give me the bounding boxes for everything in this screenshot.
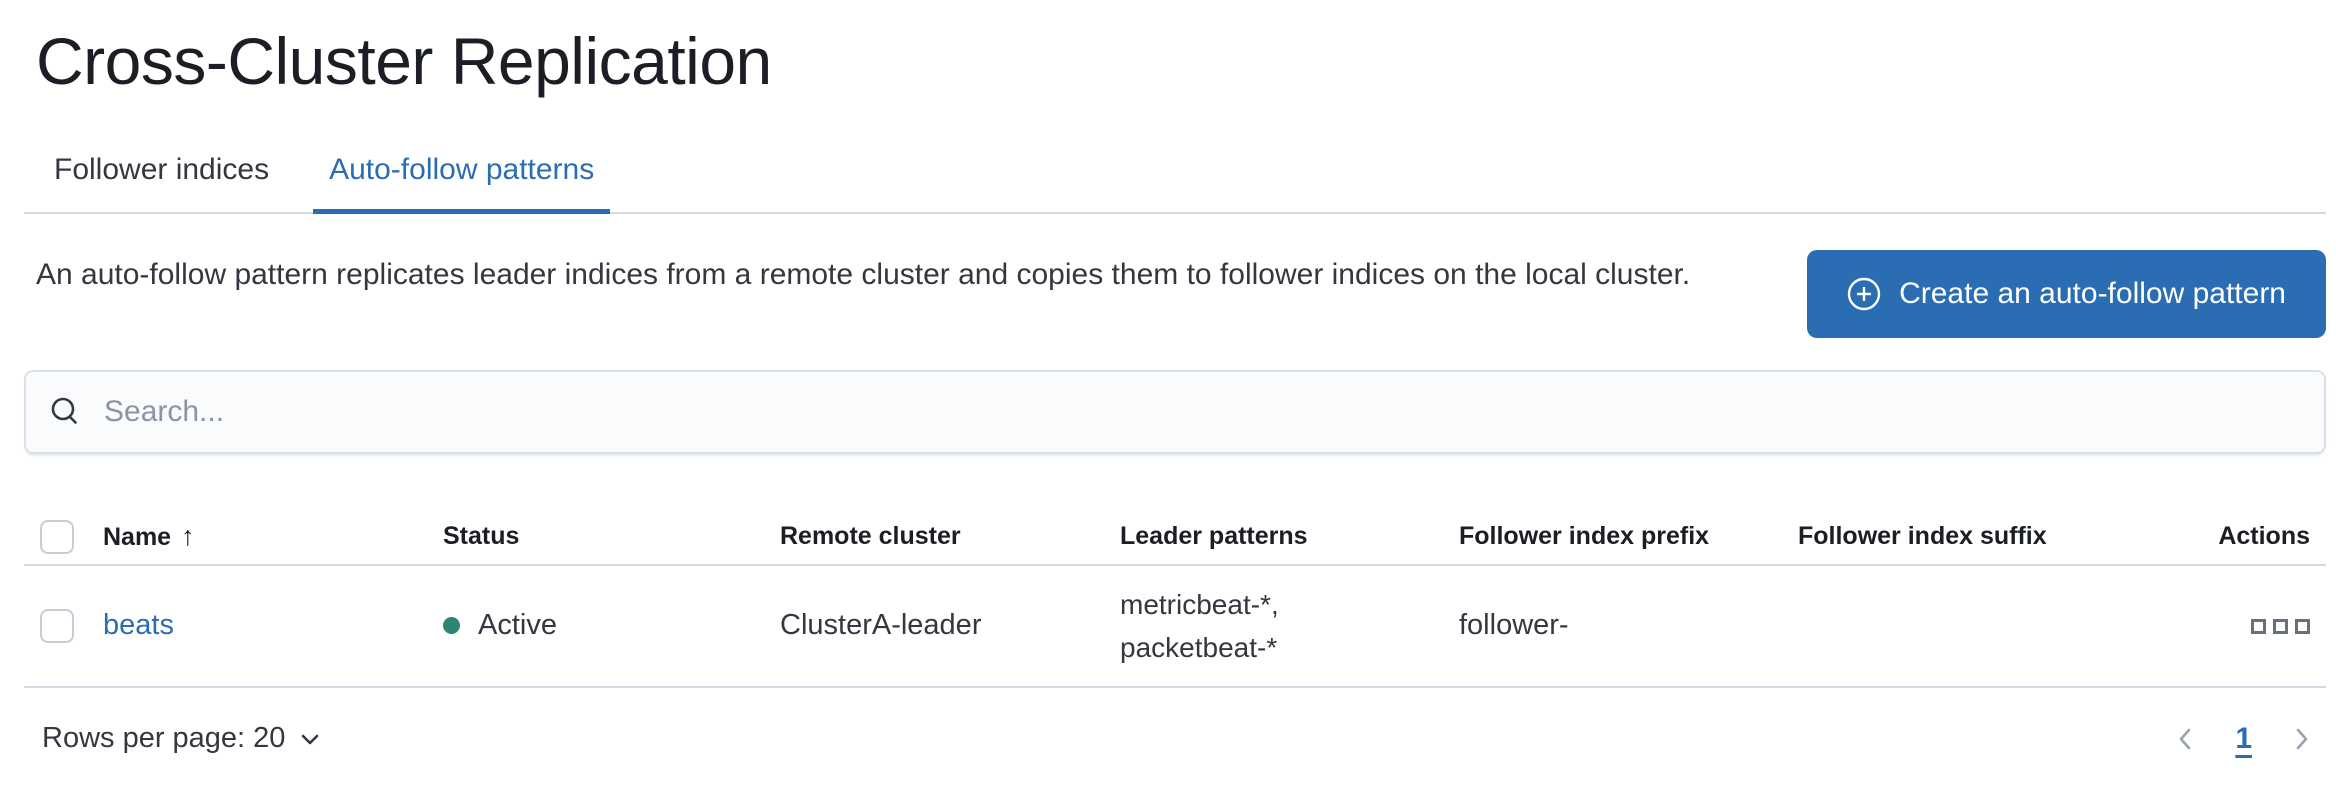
- status-cell: Active: [443, 609, 780, 642]
- chevron-left-icon[interactable]: [2171, 724, 2201, 754]
- column-header-leader-patterns: Leader patterns: [1120, 522, 1308, 550]
- row-checkbox-cell: [24, 608, 103, 643]
- rows-per-page-selector[interactable]: Rows per page: 20: [42, 722, 323, 755]
- tab-follower-indices[interactable]: Follower indices: [54, 152, 270, 186]
- chevron-right-icon[interactable]: [2286, 724, 2316, 754]
- search-bar: [24, 369, 2326, 454]
- status-active-dot-icon: [443, 617, 460, 634]
- chevron-down-icon: [302, 734, 319, 744]
- intro-section: An auto-follow pattern replicates leader…: [36, 249, 2326, 338]
- leader-pattern-line: packetbeat-*: [1120, 631, 1278, 663]
- leader-pattern-line: metricbeat-*,: [1120, 588, 1279, 620]
- table-footer: Rows per page: 20 1: [24, 722, 2326, 756]
- create-auto-follow-pattern-button[interactable]: Create an auto-follow pattern: [1807, 249, 2326, 338]
- box-glyph: [2295, 619, 2310, 634]
- box-glyph: [2251, 619, 2266, 634]
- auto-follow-patterns-table: Name↑ Status Remote cluster Leader patte…: [24, 510, 2326, 688]
- column-header-follower-index-suffix: Follower index suffix: [1798, 522, 2047, 550]
- remote-cluster-cell: ClusterA-leader: [780, 609, 982, 641]
- column-header-actions: Actions: [2218, 522, 2310, 550]
- status-label: Active: [478, 609, 557, 641]
- pattern-name-link[interactable]: beats: [103, 609, 174, 641]
- header-checkbox-cell: [24, 519, 103, 554]
- column-header-name[interactable]: Name↑: [103, 521, 195, 551]
- row-select-checkbox[interactable]: [40, 608, 74, 643]
- follower-index-prefix-cell: follower-: [1459, 609, 1569, 641]
- tab-auto-follow-patterns[interactable]: Auto-follow patterns: [313, 147, 611, 214]
- page-title: Cross-Cluster Replication: [36, 24, 772, 98]
- pattern-name-cell: beats: [103, 609, 443, 642]
- rows-per-page-label: Rows per page: 20: [42, 722, 286, 754]
- search-input[interactable]: [104, 394, 2302, 429]
- column-header-follower-index-prefix: Follower index prefix: [1459, 522, 1710, 550]
- plus-in-circle-icon: [1847, 277, 1881, 310]
- page-number-1[interactable]: 1: [2235, 721, 2252, 755]
- column-header-status: Status: [443, 522, 520, 550]
- column-header-remote-cluster: Remote cluster: [780, 522, 961, 550]
- page-description: An auto-follow pattern replicates leader…: [36, 257, 1691, 291]
- create-button-label: Create an auto-follow pattern: [1899, 276, 2286, 310]
- search-icon: [51, 397, 77, 424]
- row-actions-cell: [2170, 609, 2326, 642]
- tab-bar: Follower indices Auto-follow patterns: [24, 147, 2326, 214]
- select-all-checkbox[interactable]: [40, 519, 74, 554]
- box-glyph: [2273, 619, 2288, 634]
- pagination: 1: [2171, 722, 2326, 756]
- table-row: beats Active ClusterA-leader metricbeat-…: [24, 566, 2326, 688]
- sort-ascending-icon: ↑: [181, 521, 195, 551]
- leader-patterns-cell: metricbeat-*, packetbeat-*: [1120, 583, 1459, 669]
- table-header-row: Name↑ Status Remote cluster Leader patte…: [24, 510, 2326, 566]
- boxes-horizontal-icon[interactable]: [2251, 619, 2310, 634]
